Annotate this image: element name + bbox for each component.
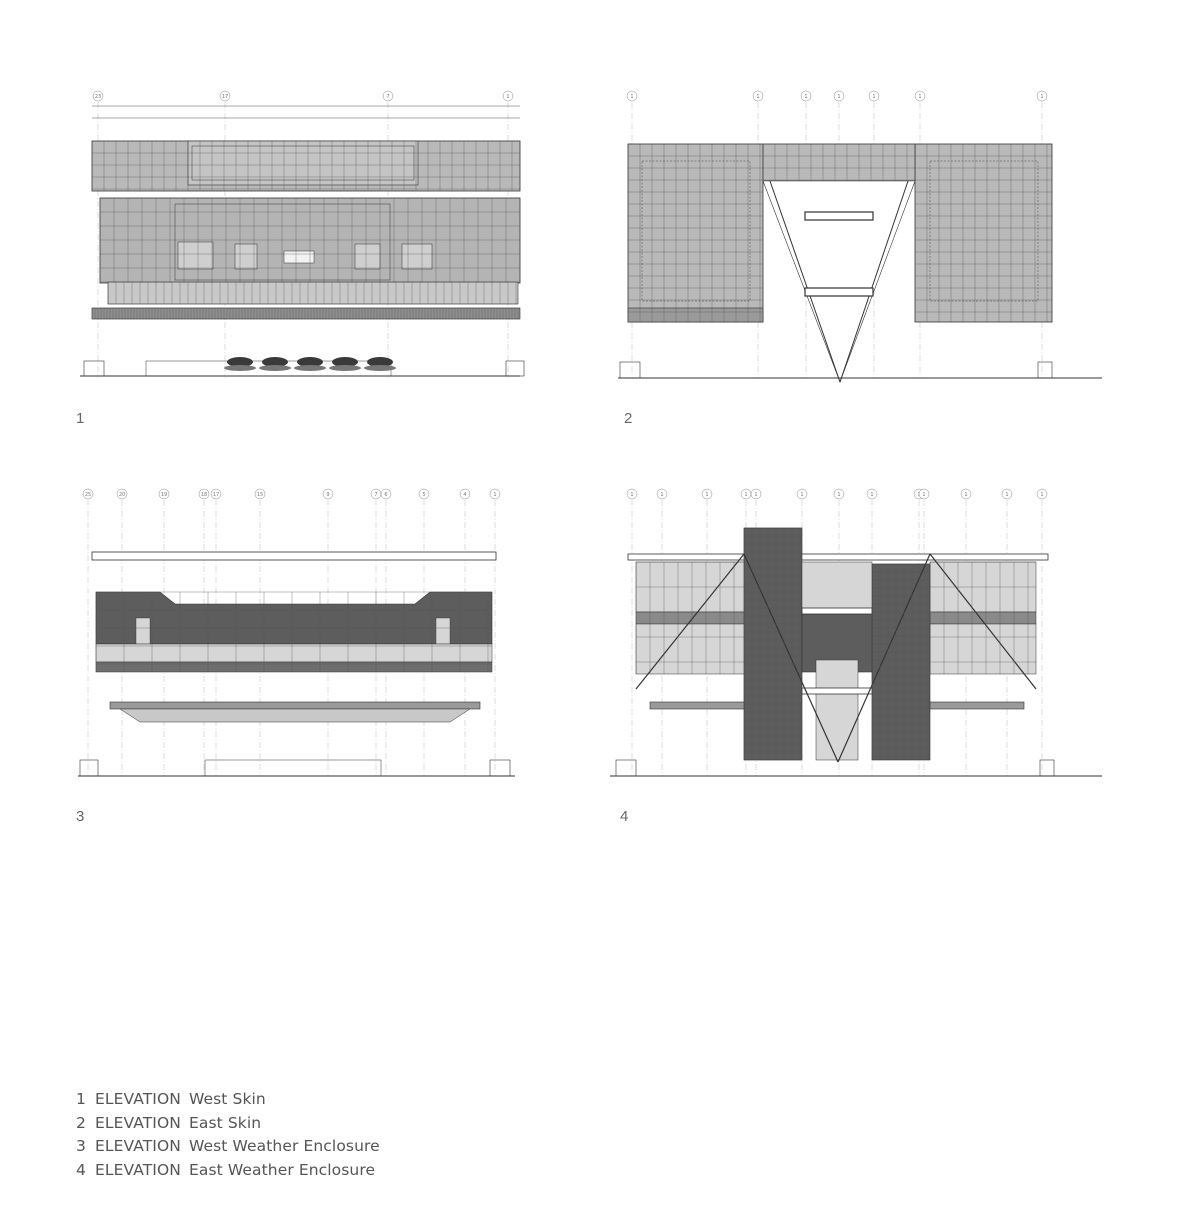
svg-text:1: 1 <box>506 94 509 100</box>
svg-text:9: 9 <box>326 492 329 498</box>
svg-text:18: 18 <box>201 492 207 498</box>
svg-text:5: 5 <box>422 492 425 498</box>
panel-number-3: 3 <box>76 808 85 825</box>
svg-text:1: 1 <box>800 492 803 498</box>
svg-text:1: 1 <box>1040 492 1043 498</box>
tree-icon <box>329 357 361 371</box>
svg-text:1: 1 <box>964 492 967 498</box>
svg-text:4: 4 <box>463 492 466 498</box>
elevation-1-drawing: 23 17 7 1 <box>80 90 525 378</box>
svg-text:1: 1 <box>804 94 807 100</box>
svg-text:1: 1 <box>837 94 840 100</box>
svg-text:1: 1 <box>918 94 921 100</box>
svg-text:20: 20 <box>119 492 125 498</box>
svg-text:1: 1 <box>744 492 747 498</box>
elevation-east-weather-enclosure: 1111111111111 <box>610 484 1150 784</box>
elevation-east-skin: 1 1 1 1 1 1 1 <box>610 86 1150 386</box>
grid-bubble: 25 <box>82 488 94 776</box>
grid-bubble: 1 <box>626 488 638 776</box>
svg-text:1: 1 <box>1005 492 1008 498</box>
panel-number-2: 2 <box>624 410 633 427</box>
elevation-2-drawing: 1 1 1 1 1 1 1 <box>618 90 1102 383</box>
svg-text:15: 15 <box>257 492 263 498</box>
svg-text:1: 1 <box>872 94 875 100</box>
svg-text:1: 1 <box>837 492 840 498</box>
svg-text:25: 25 <box>85 492 91 498</box>
svg-text:1: 1 <box>660 492 663 498</box>
tree-icon <box>294 357 326 371</box>
grid-bubble: 1 <box>1036 488 1048 776</box>
svg-text:1: 1 <box>1040 94 1043 100</box>
tree-icon <box>224 357 256 371</box>
svg-text:1: 1 <box>493 492 496 498</box>
svg-text:17: 17 <box>213 492 219 498</box>
svg-text:17: 17 <box>222 94 228 100</box>
svg-text:23: 23 <box>95 94 101 100</box>
panel-number-1: 1 <box>76 410 85 427</box>
grid-bubble: 1 <box>489 488 501 776</box>
svg-text:7: 7 <box>386 94 389 100</box>
svg-text:1: 1 <box>754 492 757 498</box>
svg-text:1: 1 <box>630 492 633 498</box>
tree-icon <box>364 357 396 371</box>
svg-text:6: 6 <box>384 492 387 498</box>
svg-text:1: 1 <box>630 94 633 100</box>
elevation-west-skin: 23 17 7 1 <box>70 86 610 386</box>
panel-number-4: 4 <box>620 808 629 825</box>
tree-icon <box>259 357 291 371</box>
svg-text:7: 7 <box>374 492 377 498</box>
svg-text:1: 1 <box>705 492 708 498</box>
elevation-3-drawing: 25 20 19 18 17 15 9 7 6 5 4 1 <box>78 488 515 777</box>
svg-text:19: 19 <box>161 492 167 498</box>
elevation-west-weather-enclosure: 25 20 19 18 17 15 9 7 6 5 4 1 <box>70 484 610 784</box>
svg-text:1: 1 <box>870 492 873 498</box>
elevation-4-drawing: 1111111111111 <box>610 488 1102 777</box>
svg-text:1: 1 <box>922 492 925 498</box>
svg-text:1: 1 <box>756 94 759 100</box>
